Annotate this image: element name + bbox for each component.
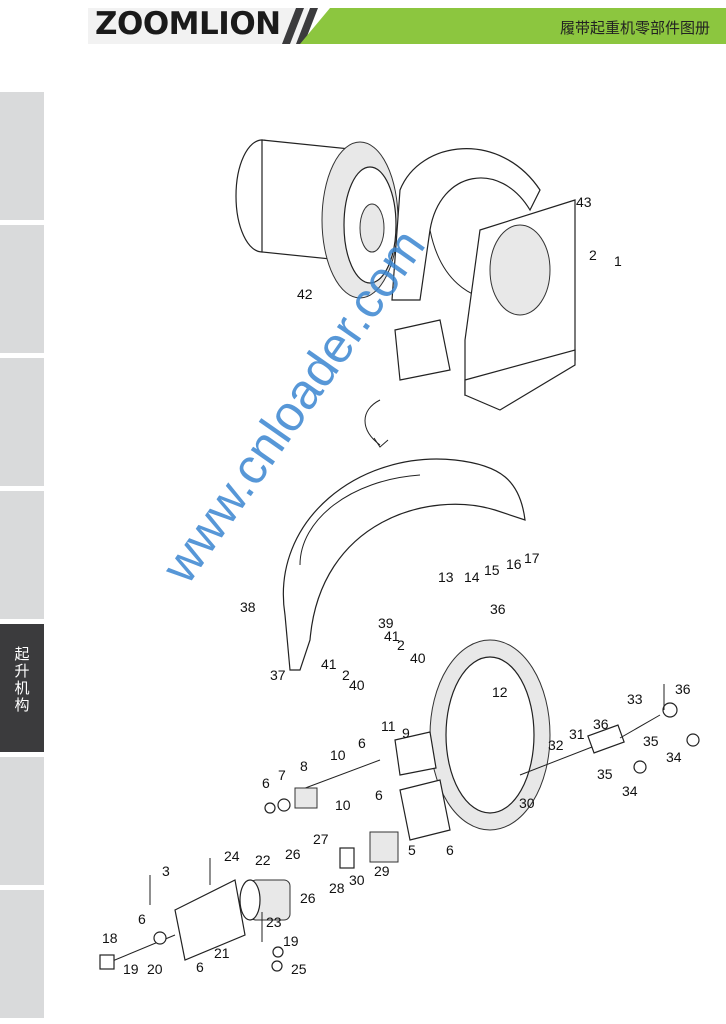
side-tab-3[interactable] <box>0 358 44 488</box>
callout-15: 15 <box>484 562 500 578</box>
side-tab-1[interactable] <box>0 92 44 222</box>
callout-17: 17 <box>524 550 540 566</box>
callout-19a: 19 <box>123 961 139 977</box>
callout-40a: 40 <box>410 650 426 666</box>
callout-18: 18 <box>102 930 118 946</box>
callout-7: 7 <box>278 767 286 783</box>
callout-30b: 30 <box>519 795 535 811</box>
callout-6c: 6 <box>375 787 383 803</box>
callout-23: 23 <box>266 914 282 930</box>
callout-6b: 6 <box>358 735 366 751</box>
spring-assembly <box>264 759 399 869</box>
callout-2c: 2 <box>342 667 350 683</box>
callout-26a: 26 <box>285 846 301 862</box>
callout-12: 12 <box>492 684 508 700</box>
brand-logo: ZOOMLION <box>95 6 281 42</box>
callout-13: 13 <box>438 569 454 585</box>
callout-41b: 41 <box>321 656 337 672</box>
callout-11: 11 <box>381 718 396 734</box>
callout-31: 31 <box>569 726 585 742</box>
header-accent-bar <box>300 8 726 44</box>
callout-26b: 26 <box>300 890 316 906</box>
callout-36c: 36 <box>490 601 506 617</box>
callout-labels: 1 2 3 5 6 6 6 6 6 6 7 8 9 10 10 11 12 13… <box>102 194 691 977</box>
callout-24: 24 <box>224 848 240 864</box>
callout-3: 3 <box>162 863 170 879</box>
callout-25: 25 <box>291 961 307 977</box>
side-tab-4[interactable] <box>0 491 44 621</box>
callout-43: 43 <box>576 194 592 210</box>
callout-34b: 34 <box>622 783 638 799</box>
callout-10b: 10 <box>335 797 351 813</box>
side-tab-2[interactable] <box>0 225 44 355</box>
callout-6a: 6 <box>262 775 270 791</box>
callout-6f: 6 <box>196 959 204 975</box>
side-tab-hoist-label: 起升机构 <box>14 645 30 714</box>
callout-37: 37 <box>270 667 286 683</box>
callout-14: 14 <box>464 569 480 585</box>
callout-20: 20 <box>147 961 163 977</box>
callout-21: 21 <box>214 945 230 961</box>
callout-30a: 30 <box>349 872 365 888</box>
callout-36a: 36 <box>675 681 691 697</box>
exploded-parts-drawing: 1 2 3 5 6 6 6 6 6 6 7 8 9 10 10 11 12 13… <box>99 139 700 977</box>
flow-arrow <box>364 399 381 446</box>
callout-39: 39 <box>378 615 394 631</box>
brake-band <box>394 639 551 841</box>
callout-19b: 19 <box>283 933 299 949</box>
logo-background <box>88 8 308 44</box>
clamp-assembly <box>99 858 291 972</box>
callout-38: 38 <box>240 599 256 615</box>
callout-28: 28 <box>329 880 345 896</box>
guard-cover <box>282 458 526 671</box>
logo-stripes-icon <box>282 8 318 44</box>
callout-40b: 40 <box>349 677 365 693</box>
callout-2: 2 <box>589 247 597 263</box>
callout-29: 29 <box>374 863 390 879</box>
callout-2b: 2 <box>397 637 405 653</box>
callout-6e: 6 <box>138 911 146 927</box>
callout-10a: 10 <box>330 747 346 763</box>
side-tab-6[interactable] <box>0 757 44 887</box>
callout-6d: 6 <box>446 842 454 858</box>
callout-22: 22 <box>255 852 271 868</box>
lever-assembly <box>519 684 700 776</box>
callout-27: 27 <box>313 831 329 847</box>
callout-34a: 34 <box>666 749 682 765</box>
callout-16: 16 <box>506 556 522 572</box>
callout-36b: 36 <box>593 716 609 732</box>
callout-32: 32 <box>548 737 564 753</box>
callout-33: 33 <box>627 691 643 707</box>
callout-8: 8 <box>300 758 308 774</box>
callout-5: 5 <box>408 842 416 858</box>
side-tab-7[interactable] <box>0 890 44 1020</box>
book-title: 履带起重机零部件图册 <box>559 19 710 37</box>
drum-support-frame <box>394 199 576 411</box>
callout-41a: 41 <box>384 628 400 644</box>
callout-42: 42 <box>297 286 313 302</box>
hoist-drum <box>235 139 399 299</box>
side-tab-hoist-mechanism[interactable]: 起升机构 <box>0 624 44 754</box>
callout-35a: 35 <box>643 733 659 749</box>
header: ZOOMLION 履带起重机零部件图册 <box>0 0 726 48</box>
callout-1: 1 <box>614 253 622 269</box>
callout-9: 9 <box>402 725 410 741</box>
callout-35b: 35 <box>597 766 613 782</box>
